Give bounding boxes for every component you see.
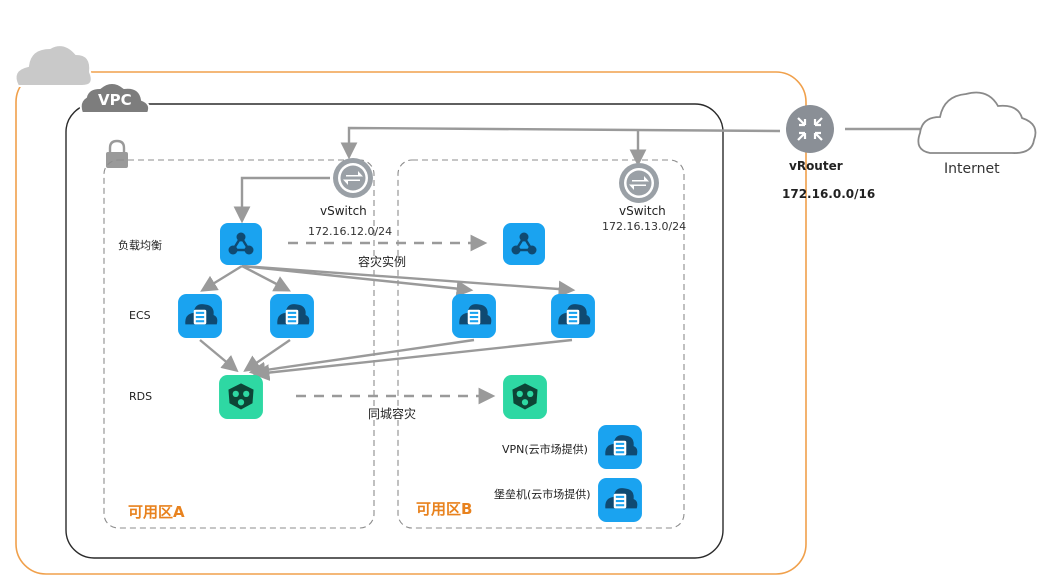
vpn-label: VPN(云市场提供) bbox=[502, 443, 588, 456]
ecs-icon-b2 bbox=[551, 294, 595, 338]
zone-a-label: 可用区A bbox=[128, 503, 185, 521]
ecs-icon-a1 bbox=[178, 294, 222, 338]
vswitch-b-name: vSwitch bbox=[619, 204, 666, 218]
row-label-slb: 负载均衡 bbox=[118, 239, 162, 252]
vpn-icon bbox=[598, 425, 642, 469]
ecs-icon-b1 bbox=[452, 294, 496, 338]
dr-instance-label: 容灾实例 bbox=[356, 255, 409, 269]
rds-dr-icon bbox=[503, 375, 547, 419]
bastion-icon bbox=[598, 478, 642, 522]
slb-dr-icon bbox=[502, 222, 546, 266]
row-label-rds: RDS bbox=[129, 390, 153, 403]
vswitch-a-icon bbox=[333, 158, 373, 198]
lock-icon bbox=[106, 139, 128, 168]
region-boundary bbox=[15, 71, 807, 575]
vpc-badge-icon bbox=[79, 82, 151, 114]
slb-icon bbox=[219, 222, 263, 266]
bastion-label: 堡垒机(云市场提供) bbox=[494, 488, 591, 501]
slb-to-ecs-lines bbox=[200, 264, 576, 298]
vswitch-a-name: vSwitch bbox=[320, 204, 367, 218]
cloud-icon bbox=[14, 44, 93, 87]
internet-cloud-icon bbox=[917, 91, 1037, 154]
vrouter-name: vRouter bbox=[789, 159, 843, 173]
vrouter-cidr: 172.16.0.0/16 bbox=[782, 187, 876, 201]
vpc-label: VPC bbox=[98, 91, 132, 109]
zone-b-boundary bbox=[397, 159, 685, 529]
rds-icon bbox=[219, 375, 263, 419]
same-city-dr-label: 同城容灾 bbox=[366, 407, 419, 421]
row-label-ecs: ECS bbox=[129, 309, 151, 322]
ecs-to-rds-lines bbox=[199, 338, 573, 381]
vpc-boundary bbox=[65, 103, 724, 559]
vswitch-to-slb-line bbox=[233, 176, 330, 224]
vrouter-icon bbox=[786, 105, 834, 153]
vswitch-b-cidr: 172.16.13.0/24 bbox=[602, 220, 687, 233]
internet-label: Internet bbox=[944, 161, 1000, 177]
vswitch-a-cidr: 172.16.12.0/24 bbox=[308, 225, 393, 238]
vswitch-b-icon bbox=[619, 163, 659, 203]
zone-a-boundary bbox=[103, 159, 375, 529]
zone-b-label: 可用区B bbox=[416, 500, 473, 518]
ecs-icon-a2 bbox=[270, 294, 314, 338]
router-uplink bbox=[340, 126, 781, 167]
